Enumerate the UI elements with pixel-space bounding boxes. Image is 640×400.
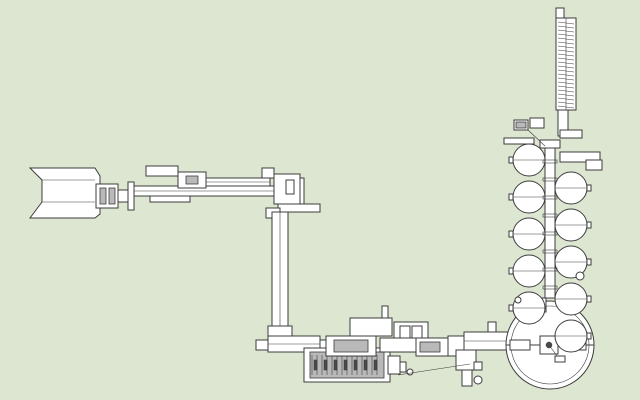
- feed-station: [28, 167, 135, 219]
- upper-conveyor: [133, 165, 321, 219]
- top-machinery: [513, 7, 583, 147]
- vertical-conveyor: [255, 211, 293, 351]
- tank-column: [503, 137, 603, 353]
- junction: [397, 321, 513, 387]
- processing-cabinets: [325, 305, 465, 357]
